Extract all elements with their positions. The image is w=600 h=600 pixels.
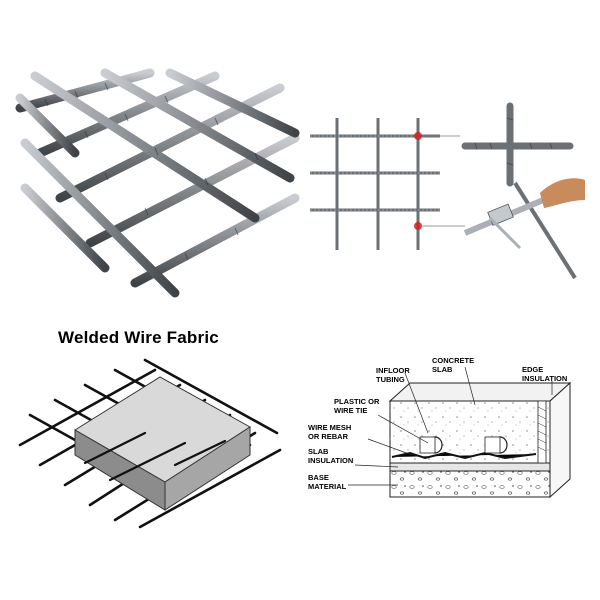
wire-mesh-line	[391, 451, 537, 460]
weld-grid-detail	[300, 68, 585, 298]
label-wire-mesh: WIRE MESH OR REBAR	[308, 423, 352, 441]
label-infloor-tubing: INFLOOR TUBING	[376, 366, 410, 384]
label-edge-insulation: EDGE INSULATION	[522, 365, 568, 383]
rib-texture	[44, 82, 259, 261]
label-base-material: BASE MATERIAL	[308, 473, 347, 491]
welded-fabric-title: Welded Wire Fabric	[58, 328, 219, 347]
concrete-slab-block	[74, 376, 251, 511]
mesh-bars-a	[15, 68, 300, 288]
infloor-tubes	[419, 436, 508, 454]
weld-closeup-cross	[461, 102, 574, 187]
label-slab-insulation: SLAB INSULATION	[308, 447, 354, 465]
welded-fabric-illustration	[15, 315, 300, 530]
weld-point-top	[414, 132, 422, 140]
caliper-closeup	[463, 178, 585, 280]
rebar-mesh-photo	[15, 68, 300, 298]
slab-section-diagram	[300, 315, 585, 530]
label-plastic-tie: PLASTIC OR WIRE TIE	[334, 397, 380, 415]
label-concrete-slab: CONCRETE SLAB	[432, 356, 475, 374]
weld-point-bottom	[414, 222, 422, 230]
mesh-bars-b	[15, 68, 300, 298]
slab-block	[388, 381, 572, 499]
leader-lines	[348, 366, 553, 486]
